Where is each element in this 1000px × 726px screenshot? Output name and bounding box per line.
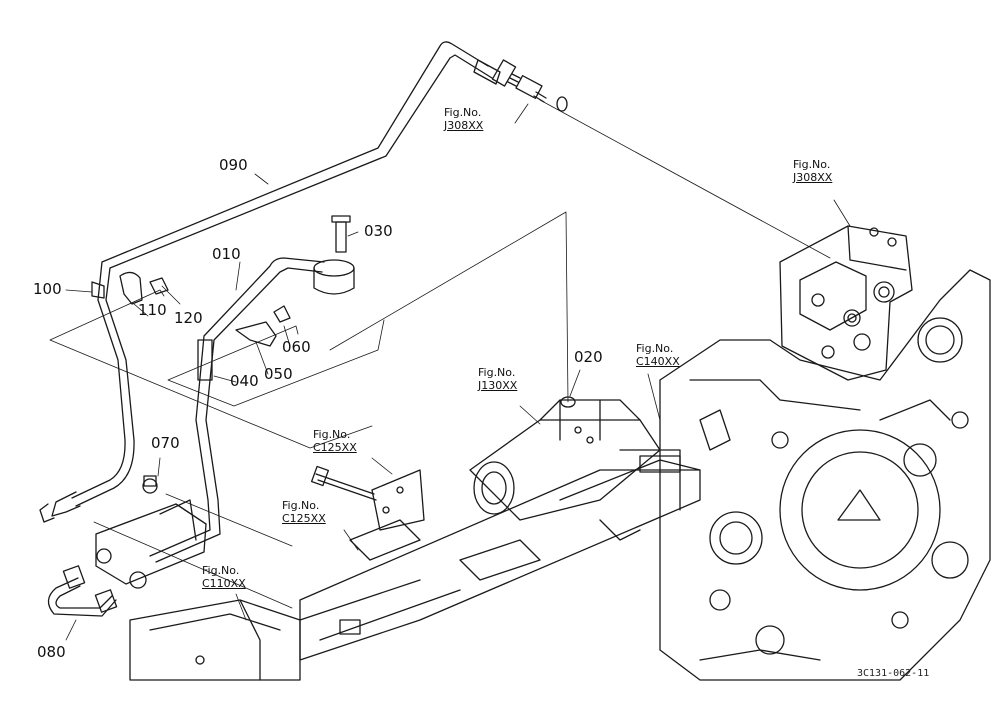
part-label-050[interactable]: 050 [264,365,293,383]
transmission-case [659,269,991,681]
u-pipe-080 [47,565,118,617]
fig-ref-prefix: Fig.No. [282,499,320,512]
bracket-bolt [310,465,377,501]
fig-ref-c125xx-upper[interactable]: Fig.No. C125XX [313,428,357,454]
fig-ref-c140xx[interactable]: Fig.No. C140XX [636,342,680,368]
flow-divider-block [95,475,207,589]
front-housing [129,599,301,681]
part-label-090[interactable]: 090 [219,156,248,174]
part-label-010[interactable]: 010 [212,245,241,263]
part-label-080[interactable]: 080 [37,643,66,661]
fig-ref-j130xx[interactable]: Fig.No. J130XX [478,366,517,392]
frame-rails [299,449,701,661]
pipe-090 [39,41,521,523]
fig-ref-code: C140XX [636,355,680,368]
fig-ref-prefix: Fig.No. [202,564,240,577]
fig-ref-code: J308XX [793,171,833,184]
pipe-010 [149,257,325,563]
leader-lines [65,103,851,641]
fig-ref-code: C125XX [282,512,326,525]
drawing-code: 3C131-062-11 [857,668,930,679]
part-label-110[interactable]: 110 [138,301,167,319]
fig-ref-code: J130XX [478,379,518,392]
part-label-100[interactable]: 100 [33,280,62,298]
fig-ref-c125xx-lower[interactable]: Fig.No. C125XX [282,499,326,525]
fig-ref-prefix: Fig.No. [793,158,831,171]
fig-ref-j308xx-valve[interactable]: Fig.No. J308XX [793,158,832,184]
part-label-060[interactable]: 060 [282,338,311,356]
part-label-120[interactable]: 120 [174,309,203,327]
part-label-070[interactable]: 070 [151,434,180,452]
clamp-110 [91,271,169,305]
clamp-050 [235,305,291,347]
part-label-040[interactable]: 040 [230,372,259,390]
fig-ref-code: C110XX [202,577,246,590]
adapter-fitting [515,75,568,112]
fig-ref-prefix: Fig.No. [444,106,482,119]
hydraulic-housing [469,399,661,521]
fig-ref-j308xx-top[interactable]: Fig.No. J308XX [444,106,483,132]
fig-ref-code: J308XX [444,119,484,132]
fig-ref-prefix: Fig.No. [313,428,351,441]
banjo-block-030 [313,215,355,295]
bracket-c125 [349,519,421,561]
pipe-sleeve [197,339,213,381]
assembly-outlines [49,211,569,609]
o-ring-upper [556,96,568,112]
part-label-020[interactable]: 020 [574,348,603,366]
control-valve [779,225,913,381]
fig-ref-code: C125XX [313,441,357,454]
fig-ref-prefix: Fig.No. [636,342,674,355]
fig-ref-prefix: Fig.No. [478,366,516,379]
part-label-030[interactable]: 030 [364,222,393,240]
fig-ref-c110xx[interactable]: Fig.No. C110XX [202,564,246,590]
